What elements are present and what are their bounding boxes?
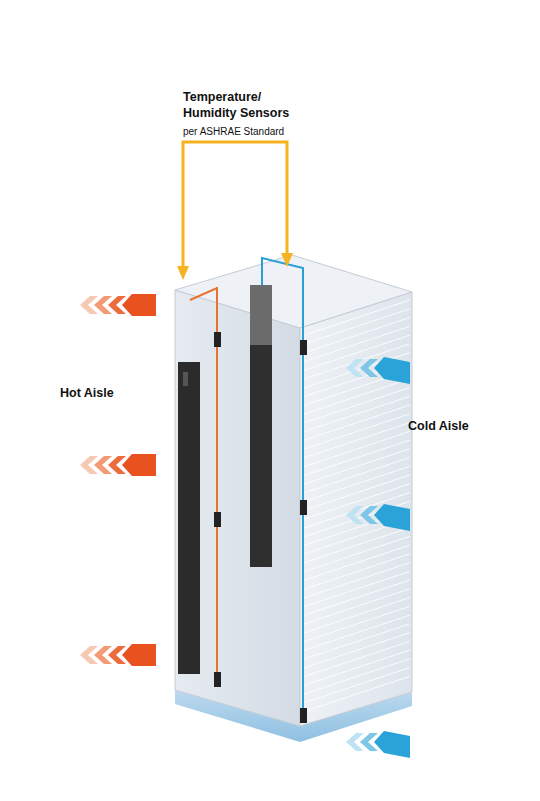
callout-arrowhead [177, 266, 189, 280]
pdu-strip [178, 362, 200, 674]
hot-airflow-arrow [80, 644, 156, 666]
aisle-label: Cold Aisle [408, 419, 469, 433]
sensor [214, 332, 221, 347]
aisle-label: Hot Aisle [60, 386, 114, 400]
sensor [300, 500, 307, 515]
hot-airflow-arrow [80, 454, 156, 476]
callout-bracket [183, 142, 287, 268]
rack-front [300, 292, 412, 726]
cold-airflow-arrow [346, 357, 410, 384]
pdu-top [250, 285, 272, 345]
rack-slots [302, 300, 410, 712]
callout-title: Temperature/ Humidity Sensors [183, 90, 295, 121]
sensor [214, 672, 221, 687]
callout-subtitle: per ASHRAE Standard [183, 126, 284, 137]
cold-airflow-arrow [346, 731, 410, 758]
sensor-wire [262, 258, 303, 722]
sensor [300, 340, 307, 355]
sensor [300, 708, 307, 723]
pdu-strip [250, 285, 272, 567]
hot-airflow-arrow [80, 294, 156, 316]
callout-arrowhead [281, 253, 293, 267]
rack-side [175, 290, 300, 726]
sensor-wire [190, 288, 217, 682]
pdu-display [183, 372, 188, 386]
cold-airflow-arrow [346, 504, 410, 531]
sensor [214, 512, 221, 527]
